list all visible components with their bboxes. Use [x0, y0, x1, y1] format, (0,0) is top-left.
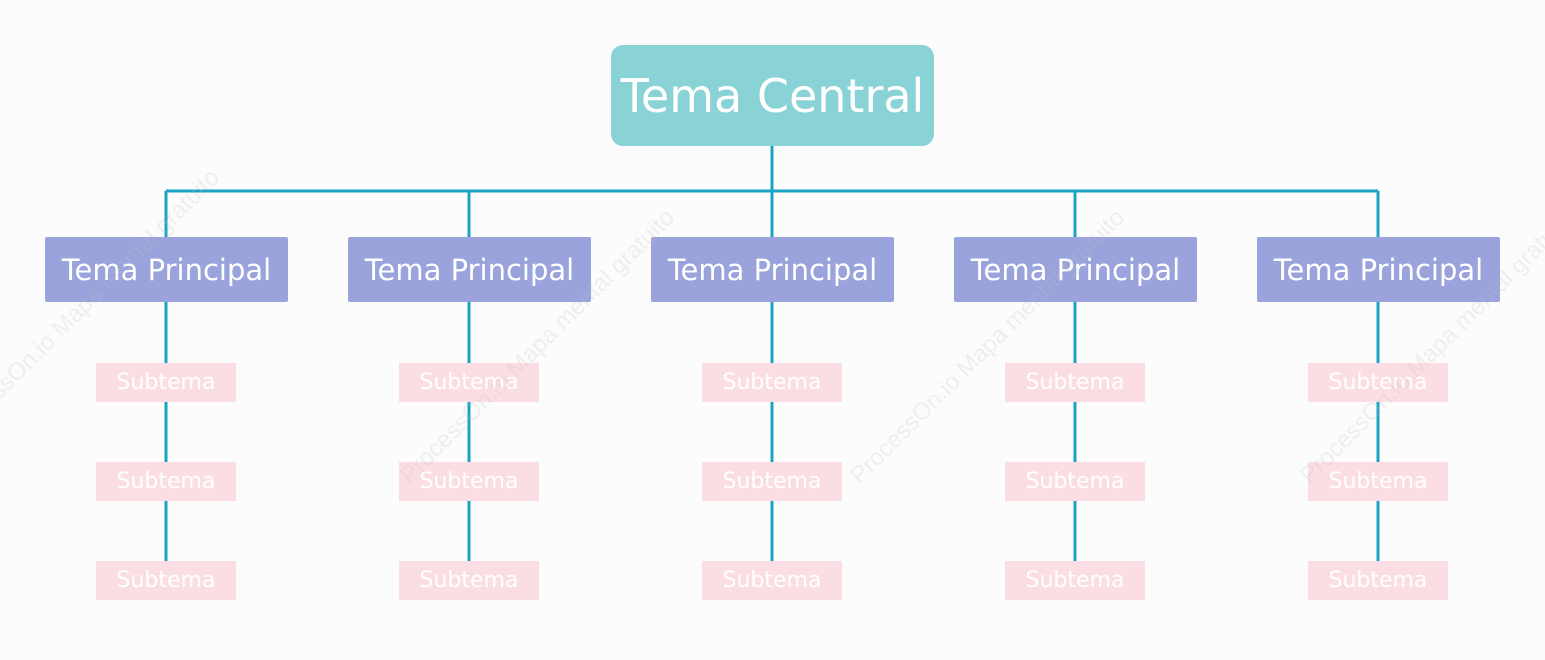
subtopic-3-2[interactable]: Subtema [702, 462, 842, 501]
subtopic-5-3[interactable]: Subtema [1308, 561, 1448, 600]
subtopic-5-1[interactable]: Subtema [1308, 363, 1448, 402]
main-topic-4[interactable]: Tema Principal [954, 237, 1197, 302]
subtopic-1-2[interactable]: Subtema [96, 462, 236, 501]
main-topic-5[interactable]: Tema Principal [1257, 237, 1500, 302]
subtopic-2-2[interactable]: Subtema [399, 462, 539, 501]
subtopic-2-1[interactable]: Subtema [399, 363, 539, 402]
subtopic-1-1[interactable]: Subtema [96, 363, 236, 402]
central-topic[interactable]: Tema Central [611, 45, 934, 146]
main-topic-3[interactable]: Tema Principal [651, 237, 894, 302]
subtopic-3-1[interactable]: Subtema [702, 363, 842, 402]
subtopic-4-1[interactable]: Subtema [1005, 363, 1145, 402]
main-topic-2[interactable]: Tema Principal [348, 237, 591, 302]
subtopic-3-3[interactable]: Subtema [702, 561, 842, 600]
main-topic-1[interactable]: Tema Principal [45, 237, 288, 302]
subtopic-4-2[interactable]: Subtema [1005, 462, 1145, 501]
subtopic-2-3[interactable]: Subtema [399, 561, 539, 600]
subtopic-1-3[interactable]: Subtema [96, 561, 236, 600]
subtopic-4-3[interactable]: Subtema [1005, 561, 1145, 600]
subtopic-5-2[interactable]: Subtema [1308, 462, 1448, 501]
